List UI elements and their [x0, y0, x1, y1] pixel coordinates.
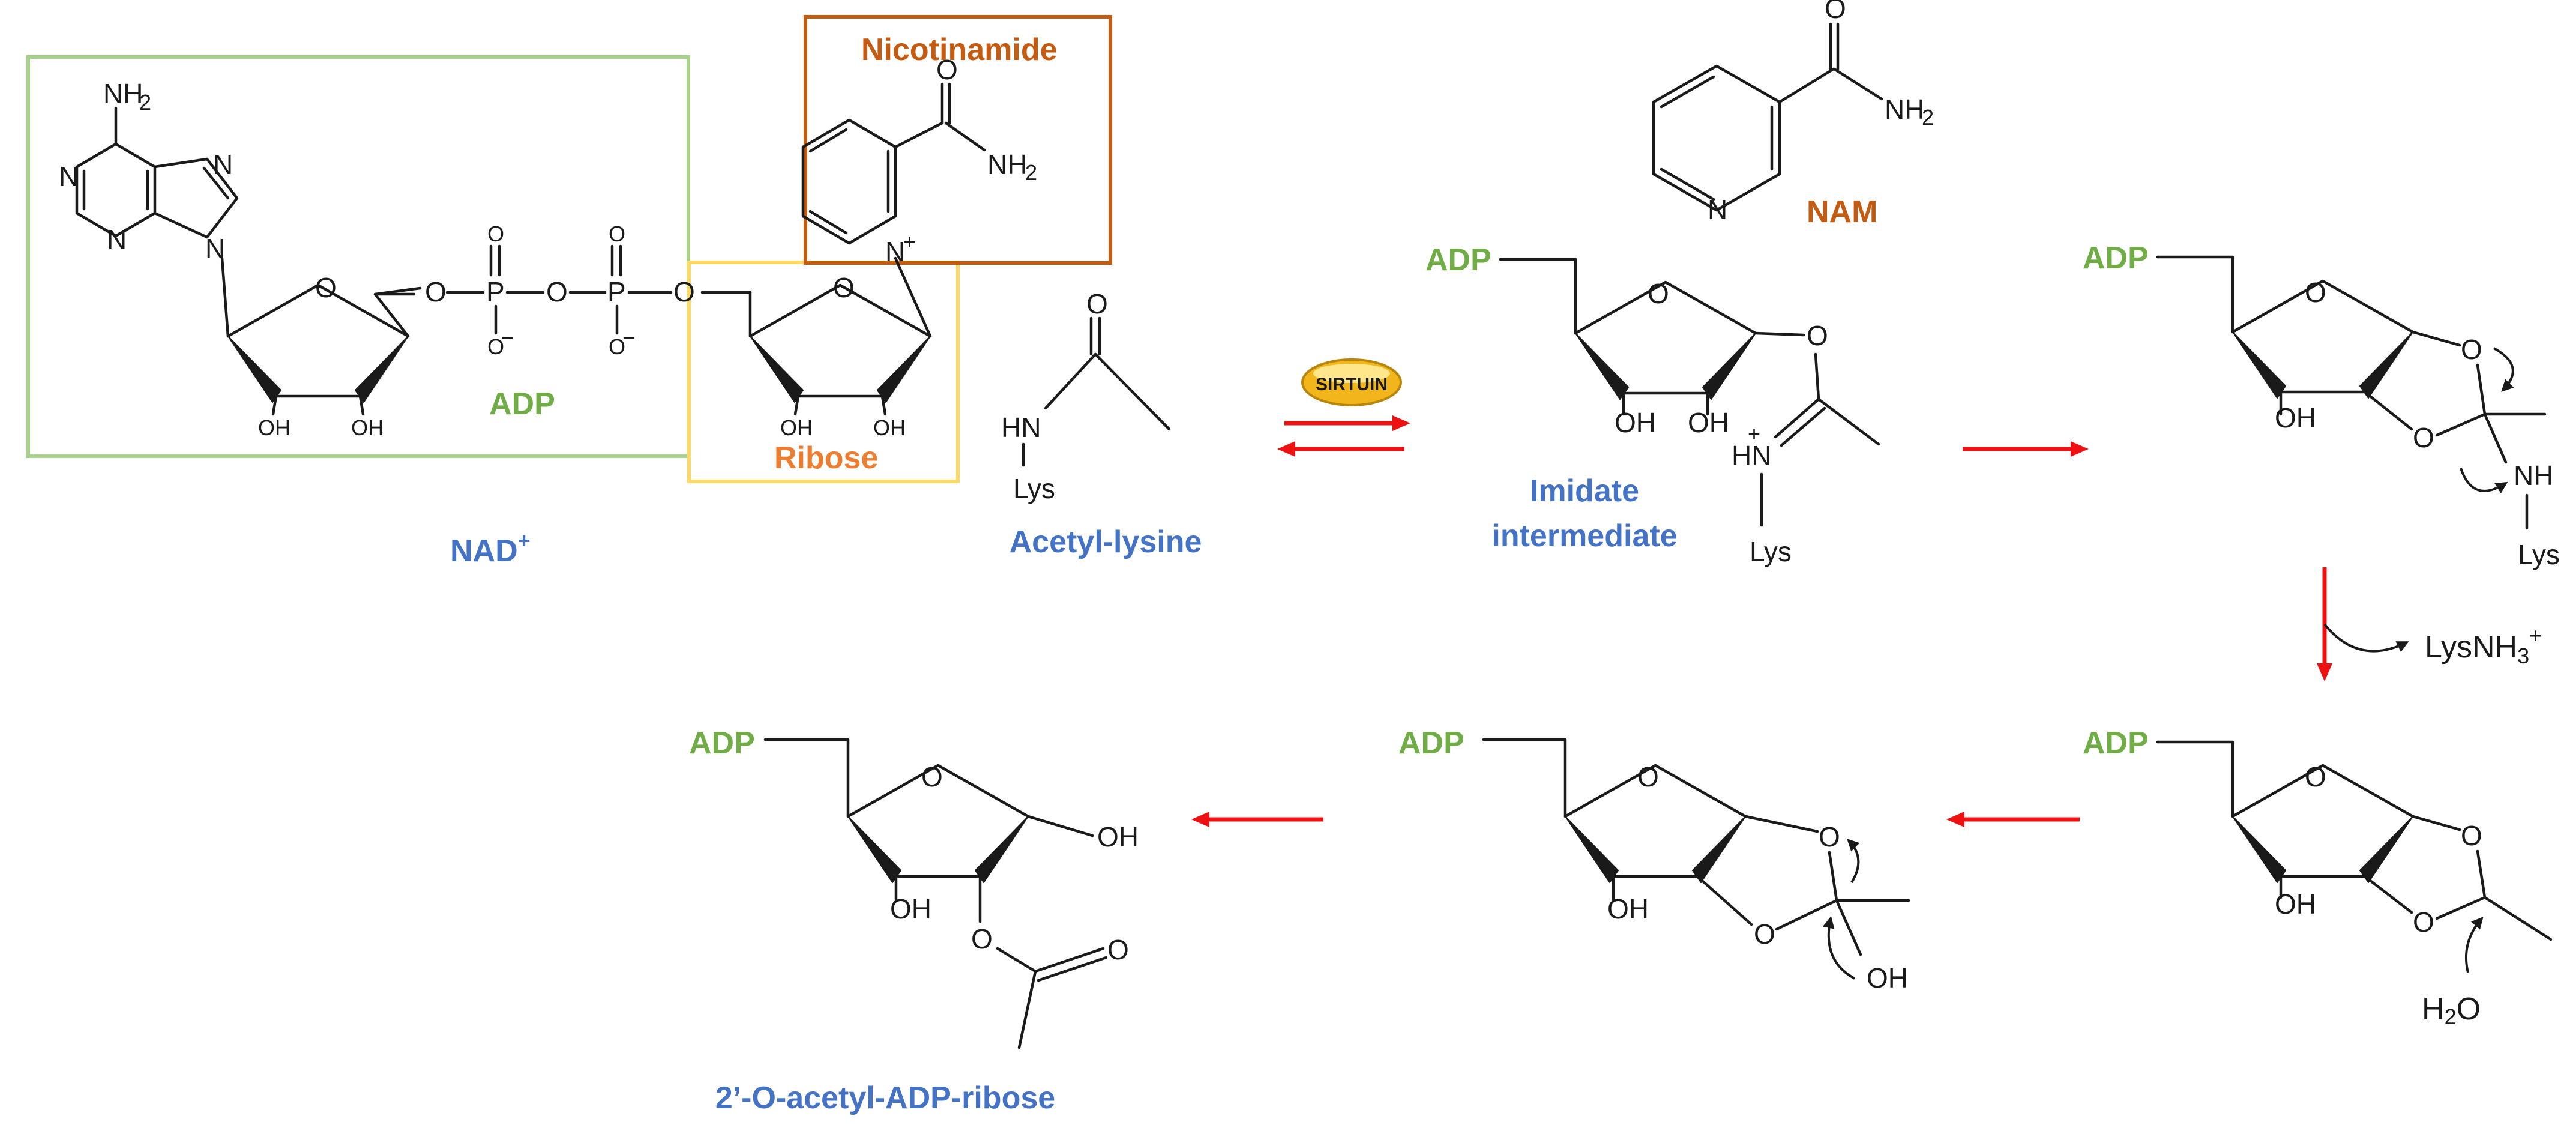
svg-text:+: +: [1748, 421, 1760, 446]
svg-text:Lys: Lys: [1013, 473, 1055, 504]
svg-text:O: O: [833, 272, 855, 303]
svg-text:2: 2: [1025, 160, 1037, 185]
svg-text:ADP: ADP: [2083, 241, 2149, 276]
svg-text:HN: HN: [1732, 440, 1771, 471]
imidate-label-line1: Imidate: [1530, 474, 1639, 508]
svg-text:Lys: Lys: [2518, 539, 2560, 570]
svg-text:N: N: [1708, 194, 1727, 225]
ring-oxygen: O: [315, 272, 337, 303]
svg-text:O: O: [1825, 0, 1846, 24]
svg-text:O: O: [971, 923, 993, 955]
nicotinamide-label: Nicotinamide: [861, 32, 1058, 67]
imidate-label-line2: intermediate: [1491, 519, 1677, 553]
svg-text:O: O: [921, 761, 943, 792]
svg-text:O: O: [487, 222, 504, 246]
imidate-structure: ADP O OH OH O HN + Lys: [1425, 243, 1880, 567]
lysnh3-leaving-group: LysNH3+: [2425, 623, 2542, 668]
adp-region-label: ADP: [489, 387, 555, 421]
svg-text:NH: NH: [103, 78, 143, 109]
svg-text:N: N: [59, 161, 79, 192]
svg-text:O: O: [2305, 277, 2326, 308]
svg-text:N: N: [213, 149, 233, 180]
svg-text:NH: NH: [1885, 94, 1924, 125]
nad-structure: NH 2 N N N N O OH OH O P O P O O O − O: [59, 54, 1037, 440]
svg-text:O: O: [1086, 288, 1108, 319]
svg-text:OH: OH: [258, 415, 290, 440]
water-molecule: H2O: [2422, 992, 2481, 1029]
svg-text:NH: NH: [2514, 460, 2553, 491]
svg-text:2: 2: [1922, 105, 1934, 130]
acetyl-lysine-structure: O HN Lys: [1001, 288, 1171, 504]
svg-text:OH: OH: [780, 415, 813, 440]
svg-text:ADP: ADP: [2083, 726, 2149, 761]
product-label: 2’-O-acetyl-ADP-ribose: [715, 1081, 1055, 1115]
svg-text:SIRTUIN: SIRTUIN: [1316, 375, 1388, 394]
svg-text:OH: OH: [351, 415, 384, 440]
acetyl-lysine-label: Acetyl-lysine: [1010, 525, 1202, 559]
svg-text:Lys: Lys: [1750, 536, 1792, 567]
svg-text:ADP: ADP: [689, 726, 755, 761]
reaction-arrow-step2: [1963, 441, 2089, 457]
adp-region-box: [26, 55, 690, 458]
product-structure: ADP O OH OH O O: [689, 726, 1139, 1049]
sirtuin-enzyme-badge: SIRTUIN: [1301, 358, 1402, 406]
svg-text:O: O: [1107, 934, 1129, 965]
svg-text:O: O: [673, 276, 695, 307]
nam-label: NAM: [1807, 195, 1877, 229]
svg-text:ADP: ADP: [1398, 726, 1464, 761]
svg-text:O: O: [1819, 821, 1840, 852]
svg-text:OH: OH: [1097, 821, 1139, 852]
svg-text:O: O: [2461, 334, 2482, 365]
reaction-arrow-step3: [2317, 567, 2409, 681]
svg-text:OH: OH: [873, 415, 906, 440]
svg-text:N: N: [885, 236, 905, 267]
svg-text:P: P: [486, 276, 505, 307]
svg-text:+: +: [903, 229, 916, 254]
svg-text:−: −: [501, 325, 514, 350]
svg-text:O: O: [609, 334, 625, 359]
svg-text:OH: OH: [1867, 962, 1908, 994]
svg-text:NH: NH: [987, 149, 1027, 180]
svg-text:O: O: [2461, 820, 2482, 851]
svg-text:OH: OH: [890, 893, 931, 924]
nam-structure: N O NH 2: [1652, 0, 1934, 225]
svg-text:O: O: [1807, 320, 1828, 351]
bicyclic-intermediate-2: ADP O OH O O H2O: [2083, 726, 2553, 1029]
nicotinamide-region-box: [804, 15, 1112, 265]
svg-text:O: O: [2305, 761, 2326, 792]
svg-text:O: O: [546, 276, 568, 307]
svg-text:OH: OH: [2275, 402, 2316, 433]
svg-text:O: O: [1648, 278, 1669, 309]
svg-text:O: O: [1637, 761, 1659, 792]
svg-text:2: 2: [139, 90, 151, 115]
svg-text:O: O: [2413, 422, 2434, 453]
ribose-region-label: Ribose: [774, 441, 878, 475]
svg-text:O: O: [1754, 918, 1775, 950]
svg-text:O: O: [425, 276, 447, 307]
bicyclic-intermediate-1: ADP O OH O O NH Lys: [2083, 241, 2560, 570]
svg-text:O: O: [487, 334, 504, 359]
svg-text:OH: OH: [1615, 407, 1656, 438]
nad-label: NAD+: [450, 528, 531, 568]
svg-text:P: P: [607, 276, 626, 307]
reaction-arrow-step4: [1946, 812, 2080, 827]
svg-text:OH: OH: [2275, 888, 2316, 920]
svg-text:−: −: [622, 325, 635, 350]
reaction-arrow-step5: [1191, 812, 1323, 827]
reversible-reaction-arrow: [1277, 415, 1410, 457]
svg-text:O: O: [936, 54, 958, 85]
svg-text:N: N: [107, 224, 127, 255]
svg-text:OH: OH: [1607, 893, 1649, 924]
svg-text:O: O: [2413, 906, 2434, 938]
svg-text:O: O: [609, 222, 625, 246]
svg-text:ADP: ADP: [1425, 243, 1491, 277]
svg-text:OH: OH: [1688, 407, 1729, 438]
orthoester-intermediate: ADP O OH O O OH: [1398, 726, 1910, 994]
svg-text:HN: HN: [1001, 412, 1041, 443]
